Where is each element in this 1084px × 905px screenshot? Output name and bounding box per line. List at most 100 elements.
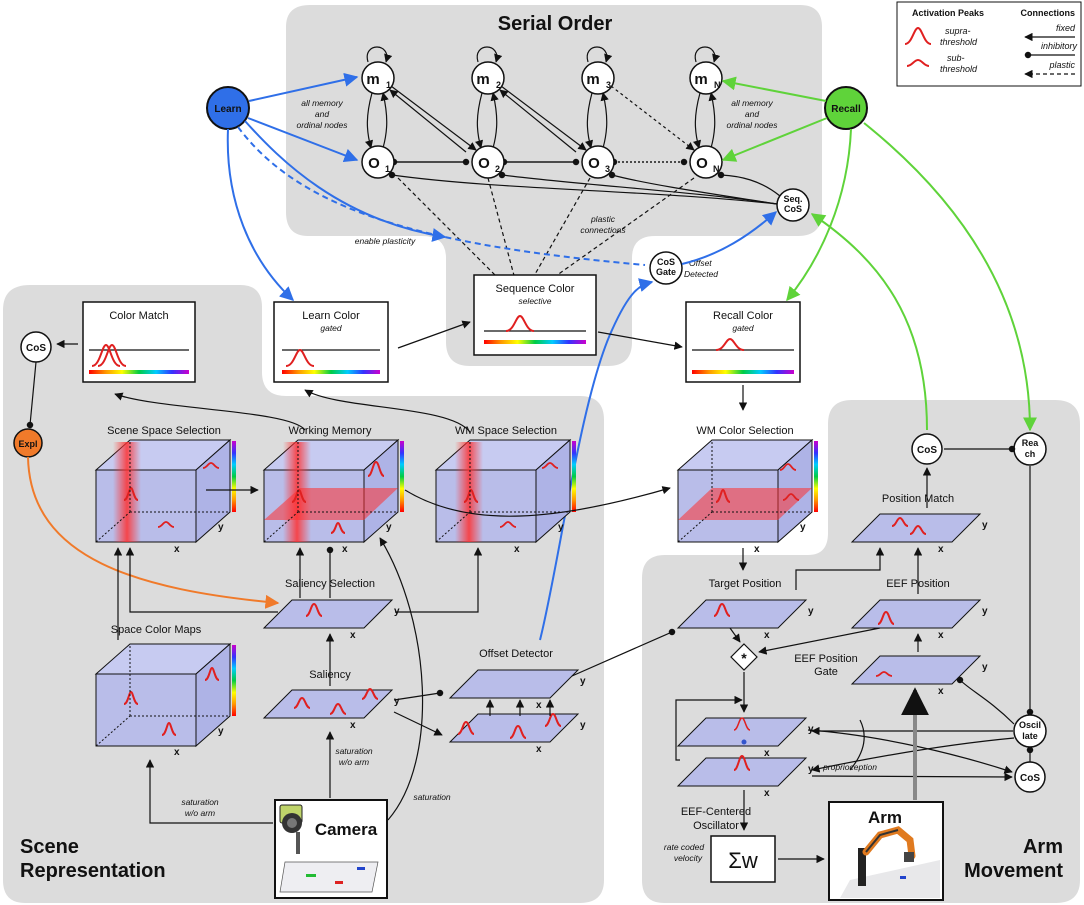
legend-peaks-title: Activation Peaks [912,8,984,18]
svg-text:late: late [1022,731,1038,741]
eef-position-field: x y [850,599,988,641]
space-color-maps-label: Space Color Maps [111,624,202,636]
sequence-color-subtitle: selective [518,296,551,306]
svg-text:N: N [713,164,720,174]
svg-text:Oscil: Oscil [1019,720,1041,730]
legend-connections-title: Connections [1020,8,1075,18]
serial-order-region [286,5,822,366]
svg-text:Expl: Expl [18,439,37,449]
recall-color-subtitle: gated [732,323,754,333]
camera-box: Camera [274,799,388,899]
saturation-label: saturation [413,792,451,802]
node-arm-cos-bottom: CoS [1014,761,1046,793]
serial-order-title: Serial Order [498,13,613,35]
svg-text:1: 1 [386,80,391,90]
oscillator-field-bottom: x y [676,739,814,799]
svg-text:y: y [982,606,988,617]
svg-text:3: 3 [605,164,610,174]
node-oscillate: Oscil late [1013,714,1047,748]
rate-coded-label-2: velocity [674,853,703,863]
saturation-wo-arm-mid-2: w/o arm [339,757,369,767]
svg-text:Gate: Gate [656,267,676,277]
offset-detector-field-top: x y [448,669,586,711]
svg-text:O: O [588,155,600,172]
node-mN: m N [689,61,723,95]
svg-text:m: m [366,71,379,88]
space-color-maps-cube: x y [94,642,236,758]
eef-position-gate-label-1: EEF Position [794,653,858,665]
svg-text:x: x [174,544,180,555]
sum-w-box: Σw [710,835,776,883]
svg-text:x: x [536,700,542,711]
legend-sub-line1: sub- [947,53,965,63]
recall-color-title: Recall Color [713,310,773,322]
proprioception-label: proprioception [822,762,877,772]
svg-text:y: y [808,764,814,775]
svg-text:x: x [754,544,760,555]
svg-text:x: x [938,630,944,641]
svg-text:x: x [350,630,356,641]
svg-text:CoS: CoS [917,445,937,456]
node-o1: O 1 [361,145,395,179]
svg-text:m: m [586,71,599,88]
node-o3: O 3 [581,145,615,179]
target-position-label: Target Position [709,578,782,590]
saliency-field: x y [262,687,400,731]
svg-text:O: O [368,155,380,172]
learn-color-box: Learn Color gated [273,301,389,383]
serial-connections [364,46,781,284]
learn-color-subtitle: gated [320,323,342,333]
eef-position-gate-label-2: Gate [814,666,838,678]
svg-text:y: y [982,662,988,673]
node-oN: O N [689,145,723,179]
svg-text:Rea: Rea [1022,438,1040,448]
eef-oscillator-label-2: Oscillator [693,820,739,832]
sequence-color-box: Sequence Color selective [473,274,597,356]
legend-fixed: fixed [1056,23,1076,33]
black-connections [113,445,1034,864]
scene-title-line1: Scene [20,836,79,858]
offset-detector-field-bottom: x y [448,712,586,755]
svg-text:Learn: Learn [214,104,241,115]
offset-detected-2: Detected [684,269,718,279]
node-m3: m 3 [581,61,615,95]
svg-text:O: O [478,155,490,172]
recall-connections [721,76,1037,432]
svg-text:y: y [386,522,392,533]
expl-connection [27,456,280,609]
svg-text:CoS: CoS [1020,773,1040,784]
saturation-wo-arm-left-2: w/o arm [185,808,215,818]
multiplier-node: * [730,643,758,671]
node-scene-cos: CoS [20,331,52,363]
wm-space-selection-cube: x y [434,438,576,555]
svg-text:ch: ch [1025,449,1036,459]
svg-text:x: x [764,630,770,641]
svg-text:CoS: CoS [657,257,675,267]
scene-space-selection-label: Scene Space Selection [107,425,221,437]
saturation-wo-arm-mid-1: saturation [335,746,373,756]
saturation-wo-arm-left-1: saturation [181,797,219,807]
svg-text:y: y [558,522,564,533]
svg-text:y: y [808,724,814,735]
eef-oscillator-label-1: EEF-Centered [681,806,751,818]
svg-text:N: N [714,80,721,90]
scene-title-line2: Representation [20,860,166,882]
svg-text:Recall: Recall [831,104,861,115]
wm-color-selection-cube: x y [676,438,818,555]
color-match-title: Color Match [109,310,168,322]
svg-text:y: y [808,606,814,617]
node-o2: O 2 [471,145,505,179]
legend: Activation Peaks Connections supra- thre… [896,1,1082,87]
position-match-field: x y [850,513,988,555]
svg-text:3: 3 [606,80,611,90]
all-memory-right-2: and [745,109,759,119]
node-reach: Rea ch [1013,432,1047,466]
wm-color-selection-label: WM Color Selection [696,425,793,437]
working-memory-cube: x y [262,438,404,555]
svg-text:x: x [938,544,944,555]
eef-position-gate-field: x y [850,655,988,697]
svg-text:y: y [800,522,806,533]
svg-text:x: x [764,748,770,759]
target-position-field: x y [676,599,814,641]
svg-text:y: y [218,726,224,737]
